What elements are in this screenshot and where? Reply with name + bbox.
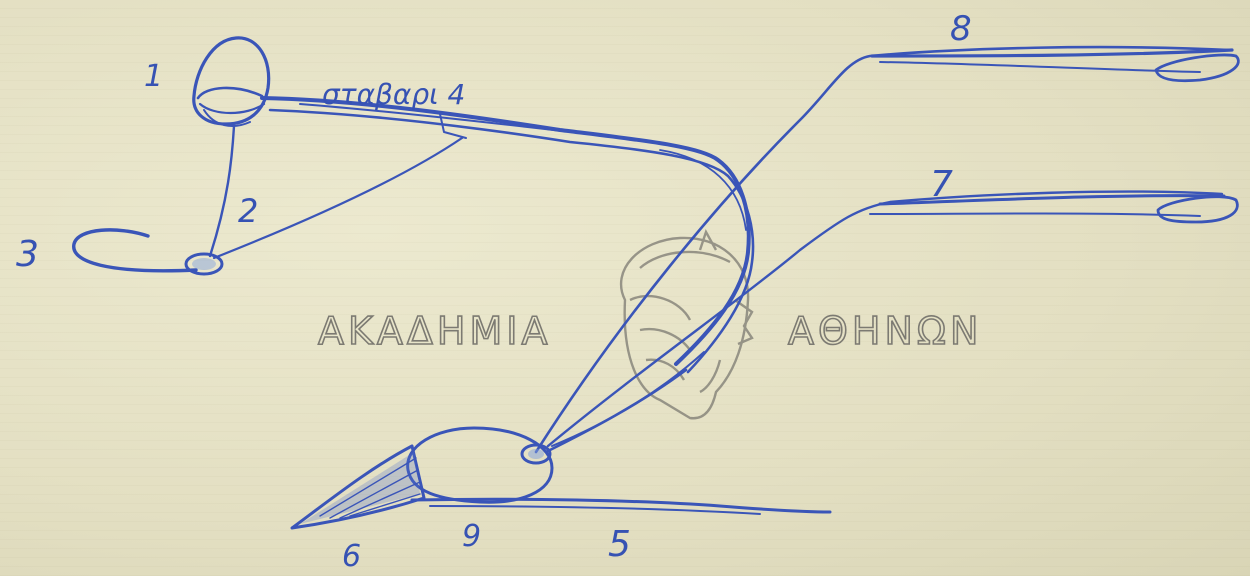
watermark-left-text: ΑΚΑΔΗΜΙΑ [318, 309, 551, 353]
ring-joint-fill [192, 258, 216, 270]
beam-to-share-inner [552, 352, 704, 446]
label-9: 9 [462, 519, 481, 554]
label-8: 8 [950, 9, 972, 49]
watermark: ΑΚΑΔΗΜΙΑ ΑΘΗΝΩΝ [318, 232, 982, 418]
label-2: 2 [238, 192, 258, 230]
share-joint-fill [528, 449, 544, 459]
watermark-right-text: ΑΘΗΝΩΝ [788, 309, 982, 353]
label-7: 7 [930, 164, 953, 205]
part-1-handle-knob [194, 38, 269, 126]
part-3-hook [74, 230, 196, 271]
part-2-link [210, 126, 234, 256]
label-5: 5 [608, 524, 631, 565]
label-6: 6 [342, 539, 361, 574]
athena-head-emblem [621, 232, 752, 418]
label-1: 1 [144, 59, 163, 94]
part-9-share-body [408, 428, 552, 502]
ink-drawing [74, 38, 1239, 528]
label-4: σταβαρι 4 [322, 78, 465, 111]
labels: 1 2 3 σταβαρι 4 5 6 7 8 9 [16, 9, 972, 574]
label-3: 3 [16, 234, 39, 275]
part-5-sole-edge [430, 506, 760, 514]
part-6-blade [292, 446, 424, 528]
